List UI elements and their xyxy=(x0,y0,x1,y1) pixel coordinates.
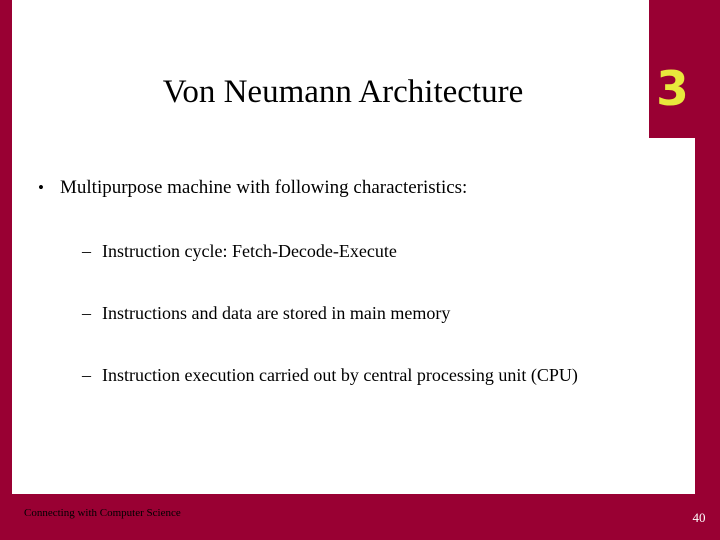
bullet-text: Instruction execution carried out by cen… xyxy=(102,365,578,385)
bullet-text: Instructions and data are stored in main… xyxy=(102,303,451,323)
bullet-text: Instruction cycle: Fetch-Decode-Execute xyxy=(102,241,397,261)
bullet-marker-dash: – xyxy=(82,303,91,323)
footer-text: Connecting with Computer Science xyxy=(24,507,181,519)
slide-content: • Multipurpose machine with following ch… xyxy=(24,176,684,388)
bullet-level2: – Instruction cycle: Fetch-Decode-Execut… xyxy=(24,238,684,264)
bullet-text: Multipurpose machine with following char… xyxy=(60,177,468,198)
slide-title: Von Neumann Architecture xyxy=(162,74,524,110)
bullet-level1: • Multipurpose machine with following ch… xyxy=(24,176,684,200)
bullet-level2: – Instructions and data are stored in ma… xyxy=(24,300,684,326)
bullet-marker-dash: – xyxy=(82,241,91,261)
chapter-number-block xyxy=(649,0,695,138)
right-accent-bar xyxy=(695,0,720,494)
bullet-level2: – Instruction execution carried out by c… xyxy=(24,362,684,388)
chapter-number: 3 xyxy=(656,62,689,117)
bottom-accent-bar xyxy=(0,494,720,540)
bullet-marker-dash: – xyxy=(82,365,91,385)
left-accent-bar xyxy=(0,0,12,494)
bullet-marker-dot: • xyxy=(38,178,44,197)
page-number: 40 xyxy=(692,510,706,525)
